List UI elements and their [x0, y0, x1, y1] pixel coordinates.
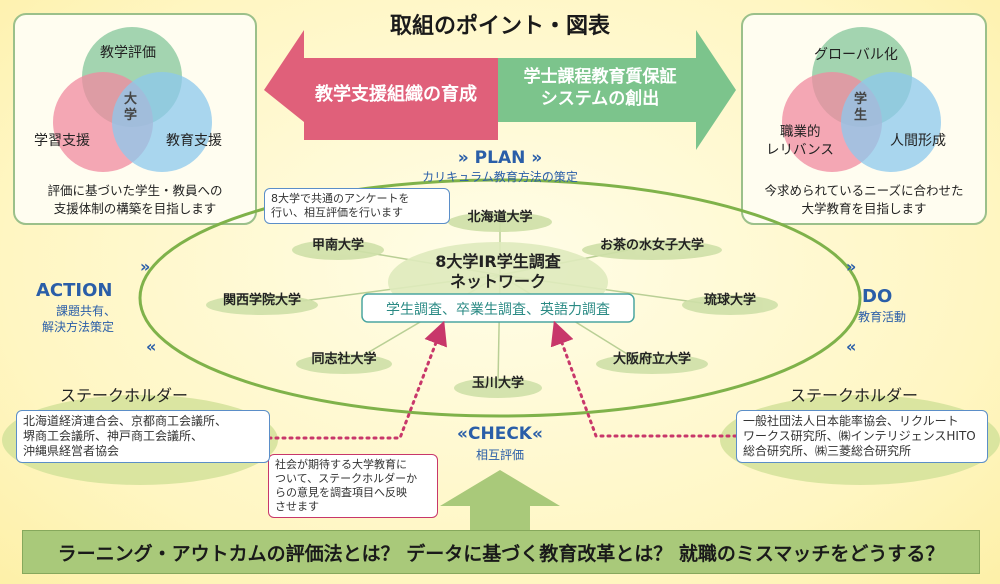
right-feedback-dotted — [550, 320, 738, 438]
survey-note: 8大学で共通のアンケートを 行い、相互評価を行います — [264, 188, 450, 224]
arrow-join — [440, 58, 498, 140]
right-arrow-shape — [498, 30, 736, 150]
survey-box — [361, 293, 635, 323]
left-arrow-shape — [264, 30, 498, 140]
right-stakeholder-list: 一般社団法人日本能率協会、リクルート ワークス研究所、㈱インテリジェンスHITO… — [736, 410, 988, 463]
plan-sub: カリキュラム教育方法の策定 — [422, 170, 578, 184]
university-ryukyu: 琉球大学 — [703, 293, 756, 308]
right-circle-right-label: 人間形成 — [890, 133, 946, 149]
action-sub-1: 課題共有、 — [56, 304, 117, 318]
right-circle-top-label: グローバル化 — [814, 47, 898, 63]
society-note: 社会が期待する大学教育に ついて、ステークホルダーか らの意見を調査項目へ反映 … — [268, 454, 438, 518]
left-center-label: 大学 — [124, 92, 138, 123]
svg-text:«: « — [146, 337, 156, 356]
university-konan: 甲南大学 — [311, 238, 364, 253]
bottom-banner: ラーニング・アウトカムの評価法とは？ データに基づく教育改革とは？ 就職のミスマ… — [22, 530, 980, 574]
university-kwansei-gakuin: 関西学院大学 — [222, 293, 301, 308]
left-panel-desc-2: 支援体制の構築を目指します — [53, 201, 217, 216]
right-panel-desc-2: 大学教育を目指します — [801, 201, 927, 216]
survey-types: 学生調査、卒業生調査、英語力調査 — [386, 302, 610, 318]
cycle-ellipse — [138, 178, 862, 418]
right-arrow-label-2: システムの創出 — [540, 89, 660, 109]
right-arrow-label-1: 学士課程教育質保証 — [523, 67, 677, 87]
left-circle-right — [112, 72, 212, 172]
university-nodes — [206, 212, 778, 398]
university-hokkaido: 北海道大学 — [467, 210, 533, 225]
right-center-label: 学生 — [854, 92, 868, 123]
svg-text:»: » — [140, 257, 150, 276]
svg-text:»: » — [846, 257, 856, 276]
right-circle-left-label-1: 職業的 — [780, 124, 821, 140]
left-arrow-label: 教学支援組織の育成 — [315, 84, 477, 105]
page-title: 取組のポイント・図表 — [389, 14, 610, 39]
action-label: ACTION — [36, 280, 113, 301]
bottom-up-arrow — [440, 470, 560, 530]
left-circle-left-label: 学習支援 — [34, 133, 90, 149]
do-label: DO — [862, 286, 893, 307]
right-panel-desc-1: 今求められているニーズに合わせた — [764, 183, 964, 198]
left-circle-top-label: 教学評価 — [100, 45, 156, 61]
university-osaka-prefecture: 大阪府立大学 — [612, 352, 691, 367]
university-doshisha: 同志社大学 — [311, 352, 377, 367]
right-circle-right — [841, 72, 941, 172]
right-stakeholder-title: ステークホルダー — [790, 386, 919, 405]
arrow-join-green — [498, 58, 548, 122]
svg-text:«: « — [846, 337, 856, 356]
left-panel-desc-1: 評価に基づいた学生・教員への — [47, 183, 223, 198]
left-stakeholder-title: ステークホルダー — [60, 386, 189, 405]
university-ochanomizu: お茶の水女子大学 — [599, 238, 704, 253]
do-sub: 教育活動 — [858, 310, 907, 324]
university-tamagawa: 玉川大学 — [471, 376, 524, 391]
action-sub-2: 解決方法策定 — [42, 320, 115, 334]
right-circle-left-label-2: レリバンス — [766, 142, 834, 158]
network-title-1: 8大学IR学生調査 — [435, 252, 561, 271]
cycle-chevrons: » « » « — [140, 257, 856, 356]
plan-label: » PLAN » — [457, 148, 543, 168]
check-label: «CHECK« — [457, 424, 543, 444]
check-sub: 相互評価 — [475, 448, 524, 462]
left-stakeholder-list: 北海道経済連合会、京都商工会議所、 堺商工会議所、神戸商工会議所、 沖縄県経営者… — [16, 410, 270, 463]
network-title-2: ネットワーク — [449, 272, 546, 291]
left-circle-right-label: 教育支援 — [166, 133, 222, 149]
